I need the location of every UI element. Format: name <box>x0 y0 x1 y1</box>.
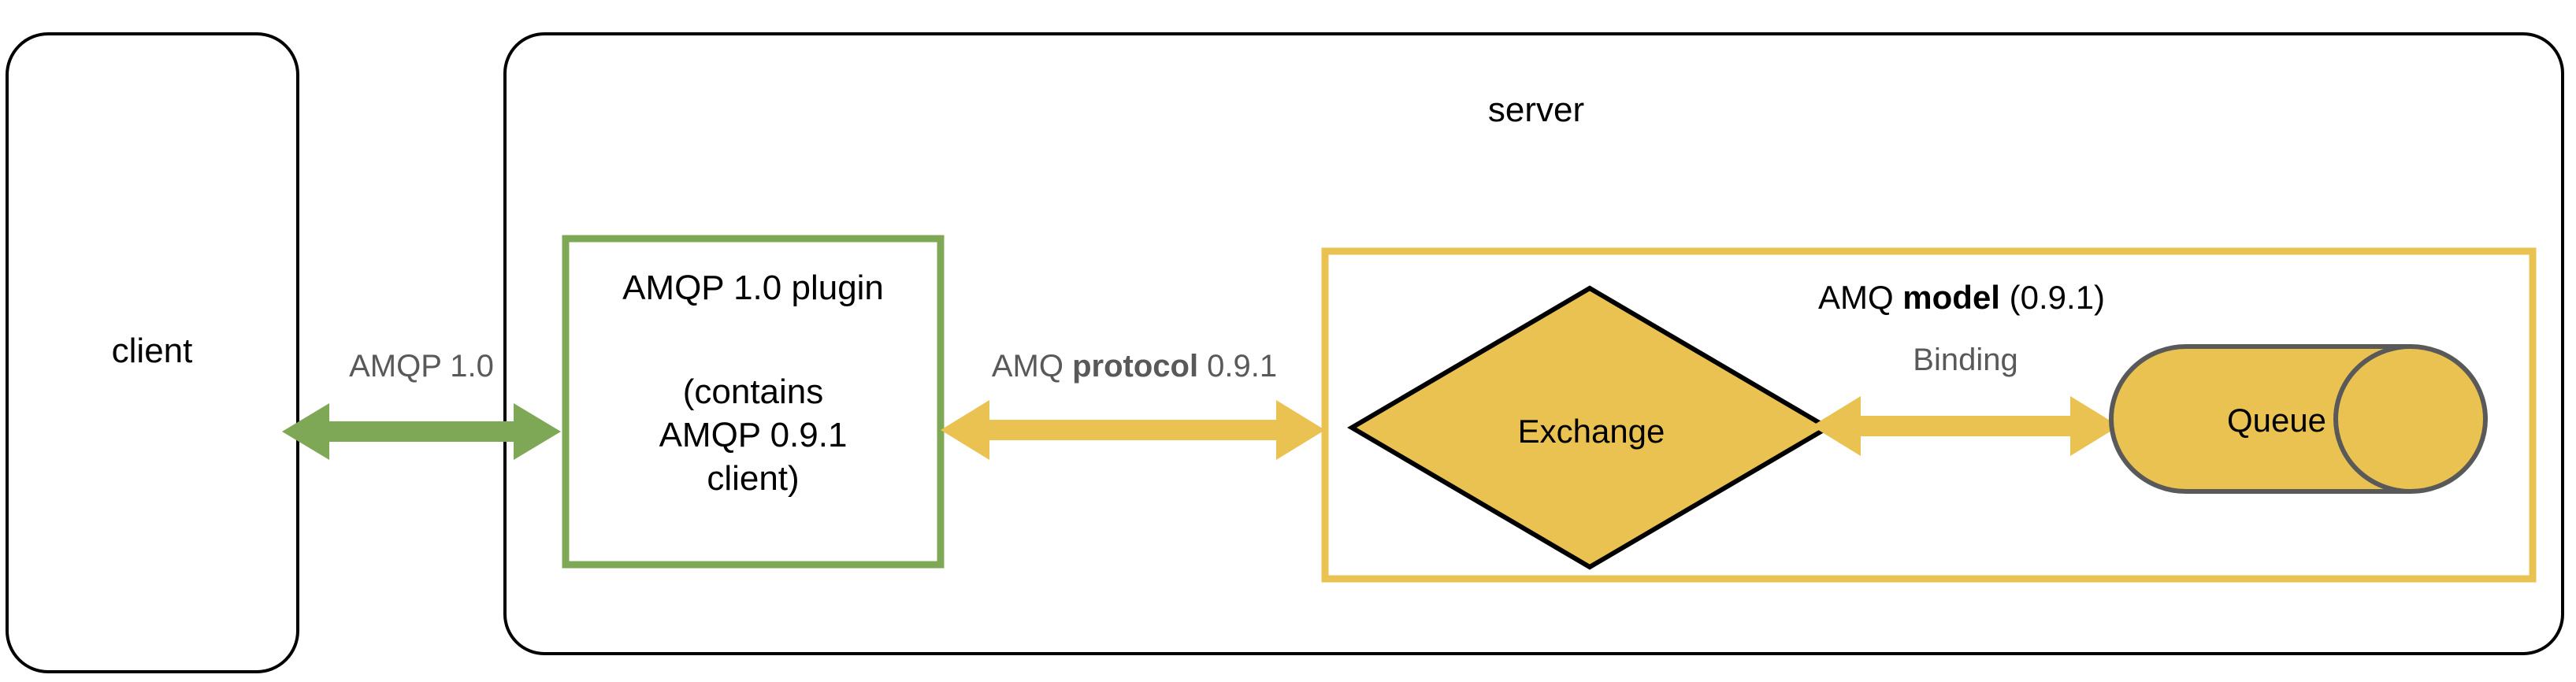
amqp10-arrow <box>282 403 561 460</box>
amqp10-plugin-title: AMQP 1.0 plugin <box>622 269 884 307</box>
amqp10-arrow-label: AMQP 1.0 <box>349 349 494 384</box>
server-label: server <box>1487 91 1585 129</box>
amq-protocol-arrow <box>941 400 1325 460</box>
binding-arrow-label: Binding <box>1913 343 2018 377</box>
amq-protocol-label-prefix: AMQ <box>991 349 1073 384</box>
client-container <box>6 32 299 673</box>
amq-model-title-suffix: (0.9.1) <box>1999 279 2106 316</box>
binding-arrow <box>1812 396 2119 456</box>
exchange-label: Exchange <box>1517 413 1665 450</box>
queue-label: Queue <box>2226 402 2327 439</box>
amq-model-title-bold: model <box>1902 279 2000 316</box>
client-label: client <box>111 332 193 370</box>
amqp10-plugin-subtitle: (contains AMQP 0.9.1 client) <box>659 373 848 498</box>
amq-model-title-prefix: AMQ <box>1817 279 1903 316</box>
amq-protocol-label-bold: protocol <box>1072 349 1199 384</box>
queue-cylinder <box>2109 344 2488 494</box>
exchange-diamond <box>1347 285 1832 570</box>
amq-protocol-label-suffix: 0.9.1 <box>1198 349 1278 384</box>
amq-protocol-arrow-label: AMQ protocol 0.9.1 <box>945 347 1323 386</box>
amq-model-title: AMQ model (0.9.1) <box>1725 277 2198 319</box>
amqp10-plugin-box <box>562 235 945 569</box>
